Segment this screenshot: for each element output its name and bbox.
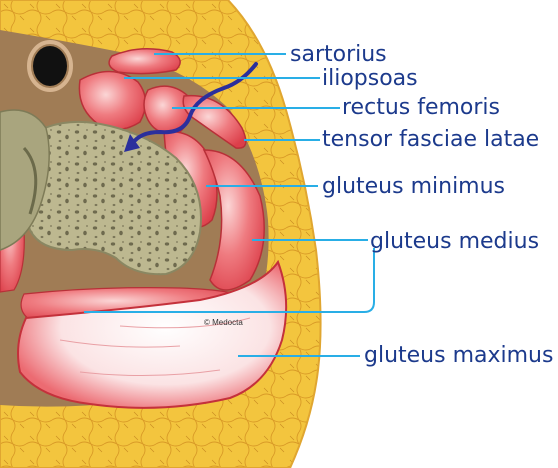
label-tensor-fasciae-latae: tensor fasciae latae <box>322 129 539 151</box>
sartorius-muscle <box>109 49 180 74</box>
vessel <box>33 46 67 86</box>
label-sartorius: sartorius <box>290 44 387 66</box>
label-gluteus-medius: gluteus medius <box>370 231 539 253</box>
label-rectus-femoris: rectus femoris <box>342 97 500 119</box>
label-iliopsoas: iliopsoas <box>322 68 418 90</box>
label-gluteus-maximus: gluteus maximus <box>364 345 553 367</box>
label-gluteus-minimus: gluteus minimus <box>322 176 505 198</box>
copyright-watermark: © Medocta <box>204 318 243 327</box>
